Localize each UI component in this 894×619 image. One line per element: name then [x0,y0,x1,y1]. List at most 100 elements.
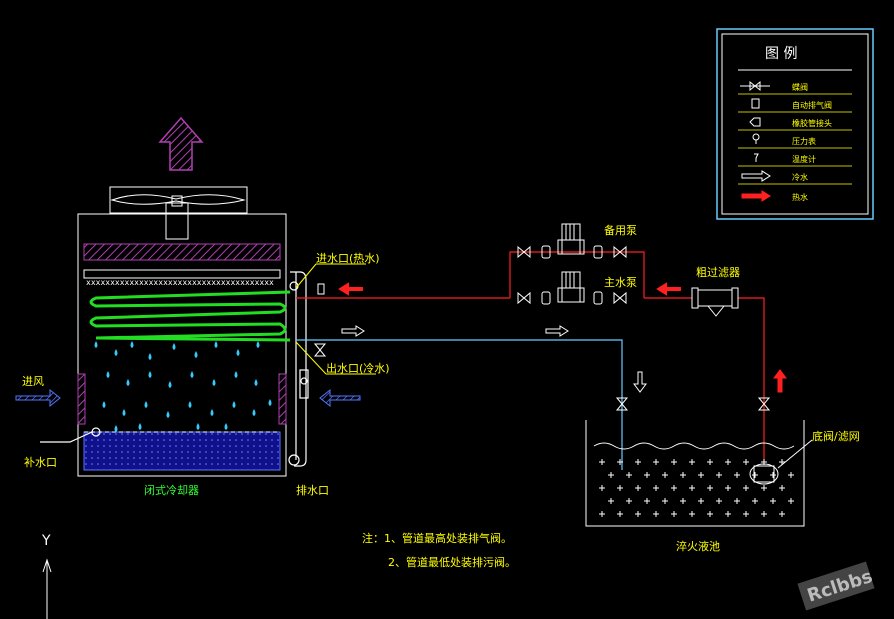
plus-mark [662,472,668,478]
air-vent-icon [751,98,760,109]
white-arrow-icon [741,170,771,182]
air-louver-right [278,373,287,425]
air-in-label: 进风 [22,375,44,388]
valve-icon [613,291,627,305]
droplet [212,379,216,386]
plus-mark [599,459,605,465]
plus-mark [653,459,659,465]
drain-valve-icon [288,454,300,466]
legend-item: 热水 [741,190,808,202]
white-arrow-icon [341,325,365,337]
watermark-logo: Rclbbs [797,561,875,611]
droplet [114,425,118,432]
strainer-filter [691,287,739,317]
white-arrow-icon [545,325,569,337]
droplet [252,409,256,416]
valve-icon [757,397,771,411]
plus-mark [662,498,668,504]
outlet-label: 出水口(冷水) [326,361,390,375]
droplet [102,401,106,408]
thermometer-icon [754,153,759,162]
legend-item-label: 热水 [792,192,808,202]
plus-mark [653,511,659,517]
droplet [138,423,142,430]
inlet-label: 进水口(热水) [316,252,380,265]
plus-mark [599,485,605,491]
main-pump-label: 主水泵 [604,276,637,289]
liquid-fill [599,459,794,517]
water-droplets [94,341,272,432]
plus-mark [725,511,731,517]
flex-joint-icon [749,117,761,127]
hot-water-pipe [296,251,765,462]
standby-pump-label: 备用泵 [604,223,637,237]
legend-item: 橡胶管接头 [738,117,852,131]
legend-item: 冷水 [738,170,852,185]
legend-item-label: 温度计 [792,154,816,164]
droplet [126,379,130,386]
plus-mark [734,472,740,478]
droplet [190,371,194,378]
plus-mark [770,472,776,478]
plus-mark [788,472,794,478]
tower-name-label: 闭式冷却器 [144,484,199,497]
plus-mark [779,511,785,517]
plus-mark [770,498,776,504]
filter-label: 粗过滤器 [696,266,740,279]
plus-mark [761,511,767,517]
plus-mark [761,485,767,491]
flex-joint-icon [541,291,551,305]
svg-text:xxxxxxxxxxxxxxxxxxxxxxxxxxxxxx: xxxxxxxxxxxxxxxxxxxxxxxxxxxxxxxxxxxxxxx [86,278,274,287]
plus-mark [689,459,695,465]
standby-pump [557,223,585,255]
plus-mark [743,511,749,517]
plus-mark [626,498,632,504]
droplet [148,371,152,378]
flex-joint-icon [593,291,603,305]
legend-item-label: 冷水 [792,172,808,182]
tank-label: 淬火液池 [676,539,720,553]
plus-mark [644,472,650,478]
plus-mark [752,472,758,478]
plus-mark [689,485,695,491]
plus-mark [608,498,614,504]
air-vent-icon [317,283,325,295]
fill-media [83,243,281,261]
valve-icon [613,245,627,259]
plus-mark [707,485,713,491]
legend-item: 温度计 [738,153,852,167]
plus-mark [734,498,740,504]
white-arrow-icon [633,371,647,393]
droplet [144,401,148,408]
legend-item: 蝶阀 [738,80,852,95]
fan-icon [109,186,248,240]
plus-mark [698,472,704,478]
plus-mark [716,498,722,504]
droplet [196,423,200,430]
plus-mark [788,498,794,504]
droplet [194,351,198,358]
droplet [256,341,260,348]
plus-mark [743,459,749,465]
plus-mark [617,511,623,517]
legend-item-label: 压力表 [792,136,816,146]
cold-water-pipe [296,339,623,470]
red-arrow-icon [773,369,787,393]
valve-icon [615,397,629,411]
valve-icon [517,291,531,305]
droplet [148,353,152,360]
air-louver-left [77,373,86,425]
plus-mark [635,511,641,517]
makeup-label: 补水口 [24,456,57,469]
plus-mark [779,485,785,491]
plus-mark [599,511,605,517]
droplet [188,401,192,408]
plus-mark [671,511,677,517]
droplet [232,401,236,408]
droplet [106,371,110,378]
legend-item: 压力表 [738,133,852,149]
plus-mark [680,472,686,478]
plus-mark [635,485,641,491]
